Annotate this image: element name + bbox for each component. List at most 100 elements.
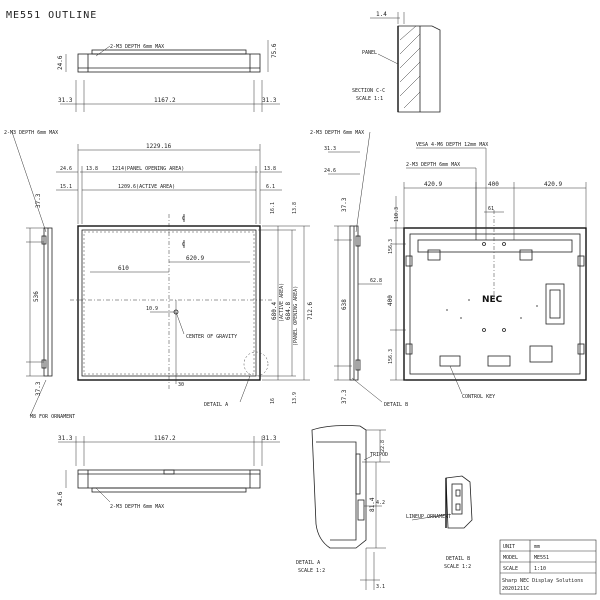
detail-a-view: TRIPOD 22.8 81.4 4.2 3.1 DETAIL A SCALE … xyxy=(296,425,390,590)
right-side-view: 2-M3 DEPTH 6mm MAX 31.3 24.6 37.3 638 37… xyxy=(310,130,408,408)
left-top-dim: 37.3 xyxy=(35,193,42,208)
bottom-center-dim: 1167.2 xyxy=(154,435,176,442)
detail-a-dim1: 22.8 xyxy=(380,440,386,452)
c-mark-bottom: C xyxy=(182,242,185,248)
vesa-note: VESA 4-M6 DEPTH 12mm MAX xyxy=(416,142,488,148)
tripod-label: TRIPOD xyxy=(370,452,388,458)
tb-footer-1: Sharp NEC Display Solutions xyxy=(502,578,583,584)
side-w1-dim: 31.3 xyxy=(324,146,336,152)
v-right-c: 16 xyxy=(270,398,276,404)
section-scale: SCALE 1:1 xyxy=(356,96,383,102)
rear-v1-dim: 156.3 xyxy=(388,239,394,254)
total-width-dim: 1229.16 xyxy=(146,143,172,150)
opening-height-dim: 684.8 xyxy=(285,302,292,320)
detail-a-dim4: 3.1 xyxy=(376,584,385,590)
front-view: C C 1229.16 1214(PANEL OPENING AREA) 120… xyxy=(56,143,314,408)
rear-v2-dim: 400 xyxy=(387,295,394,306)
top-view-body xyxy=(77,53,261,73)
rear-center-dim: 400 xyxy=(488,181,499,188)
m8-note: M8 FOR ORNAMENT xyxy=(30,414,75,420)
section-panel-label: PANEL xyxy=(362,50,377,56)
gravity-x2-dim: 610 xyxy=(118,265,129,272)
front-bezel xyxy=(77,225,261,381)
bottom-thickness-dim: 24.6 xyxy=(57,491,64,506)
rear-top-dim: 110.3 xyxy=(394,207,400,222)
side-bottom-dim: 37.3 xyxy=(341,389,348,404)
side-left-b: 13.8 xyxy=(86,166,98,172)
top-thickness-dim: 24.6 xyxy=(57,55,64,70)
lineup-ornament: LINEUP ORNAMENT xyxy=(406,514,451,520)
detail-b-scale: SCALE 1:2 xyxy=(444,564,471,570)
gravity-y-dim: 10.9 xyxy=(146,306,158,312)
tb-val-0: mm xyxy=(534,544,540,550)
center-bottom-dim: 30 xyxy=(178,382,184,388)
bottom-left-dim: 31.3 xyxy=(58,435,73,442)
rear-view: NEC VESA 4-M6 DEPTH 12mm MAX 2-M3 DEPTH … xyxy=(387,142,587,400)
rear-small-dim: 61 xyxy=(488,206,494,212)
side-left-c: 15.1 xyxy=(60,184,72,190)
detail-a-scale: SCALE 1:2 xyxy=(298,568,325,574)
tb-val-2: 1:10 xyxy=(534,566,546,572)
left-bottom-dim: 37.3 xyxy=(35,381,42,396)
detail-b-dim: 62.8 xyxy=(370,278,382,284)
top-left-dim: 31.3 xyxy=(58,97,73,104)
top-center-dim: 1167.2 xyxy=(154,97,176,104)
tb-key-0: UNIT xyxy=(503,544,515,550)
side-right-b: 6.1 xyxy=(266,184,275,190)
section-c-c: 1.4 PANEL SECTION C-C SCALE 1:1 xyxy=(352,11,441,113)
detail-b-label: DETAIL B xyxy=(446,556,470,562)
detail-b-view: LINEUP ORNAMENT DETAIL B SCALE 1:2 xyxy=(406,475,473,570)
v-right-a: 16.1 xyxy=(270,202,276,214)
detail-a-callout: DETAIL A xyxy=(204,402,228,408)
tb-key-1: MODEL xyxy=(503,555,518,561)
bottom-right-dim: 31.3 xyxy=(262,435,277,442)
active-height-note: (ACTIVE AREA) xyxy=(279,283,285,322)
bottom-m3-note: 2-M3 DEPTH 6mm MAX xyxy=(110,504,164,510)
rear-m3-note: 2-M3 DEPTH 6mm MAX xyxy=(406,162,460,168)
top-view: 24.6 75.6 2-M3 DEPTH 6mm MAX 31.3 1167.2… xyxy=(57,40,280,112)
detail-a-dim3: 4.2 xyxy=(376,500,385,506)
tb-footer-2: 20201211C xyxy=(502,586,529,592)
side-height-dim: 638 xyxy=(341,299,348,310)
active-height-dim: 680.4 xyxy=(271,302,278,320)
total-height-dim: 712.6 xyxy=(307,302,314,320)
v-right-d: 13.9 xyxy=(292,392,298,404)
detail-a-label: DETAIL A xyxy=(296,560,320,566)
nec-logo: NEC xyxy=(482,295,503,305)
section-label: SECTION C-C xyxy=(352,88,385,94)
center-gravity-label: CENTER OF GRAVITY xyxy=(186,334,237,340)
detail-a-dim2: 81.4 xyxy=(369,497,376,512)
c-mark-top: C xyxy=(182,216,185,222)
opening-width-dim: 1214(PANEL OPENING AREA) xyxy=(112,166,184,172)
side-top-dim: 37.3 xyxy=(341,197,348,212)
side-left-a: 24.6 xyxy=(60,166,72,172)
rear-left-dim: 420.9 xyxy=(424,181,442,188)
v-right-b: 13.8 xyxy=(292,202,298,214)
control-key-label: CONTROL KEY xyxy=(462,394,495,400)
rear-v3-dim: 156.3 xyxy=(388,349,394,364)
tb-val-1: ME551 xyxy=(534,555,549,561)
active-width-dim: 1209.6(ACTIVE AREA) xyxy=(118,184,175,190)
section-top-dim: 1.4 xyxy=(376,11,387,18)
rear-right-dim: 420.9 xyxy=(544,181,562,188)
detail-a-marker xyxy=(243,351,269,377)
side-right-a: 13.8 xyxy=(264,166,276,172)
tb-key-2: SCALE xyxy=(503,566,518,572)
drawing-title: ME551 OUTLINE xyxy=(6,10,97,21)
top-right-dim: 31.3 xyxy=(262,97,277,104)
gravity-x-dim: 620.9 xyxy=(186,255,204,262)
rear-panel xyxy=(403,227,587,381)
top-right-height-dim: 75.6 xyxy=(271,43,278,58)
left-height-dim: 536 xyxy=(33,291,40,302)
front-m3-left: 2-M3 DEPTH 6mm MAX xyxy=(4,130,58,136)
left-side-view: 2-M3 DEPTH 6mm MAX 37.3 536 37.3 M8 FOR … xyxy=(4,130,75,420)
title-block: UNIT mm MODEL ME551 SCALE 1:10 Sharp NEC… xyxy=(499,539,597,595)
side-w2-dim: 24.6 xyxy=(324,168,336,174)
opening-height-note: (PANEL OPENING AREA) xyxy=(293,286,299,346)
bottom-view-body xyxy=(77,469,261,489)
detail-b-callout: DETAIL B xyxy=(384,402,408,408)
front-m3-right: 2-M3 DEPTH 6mm MAX xyxy=(310,130,364,136)
bottom-view: 31.3 1167.2 31.3 24.6 2-M3 DEPTH 6mm MAX xyxy=(57,435,280,510)
top-m3-note: 2-M3 DEPTH 6mm MAX xyxy=(110,44,164,50)
